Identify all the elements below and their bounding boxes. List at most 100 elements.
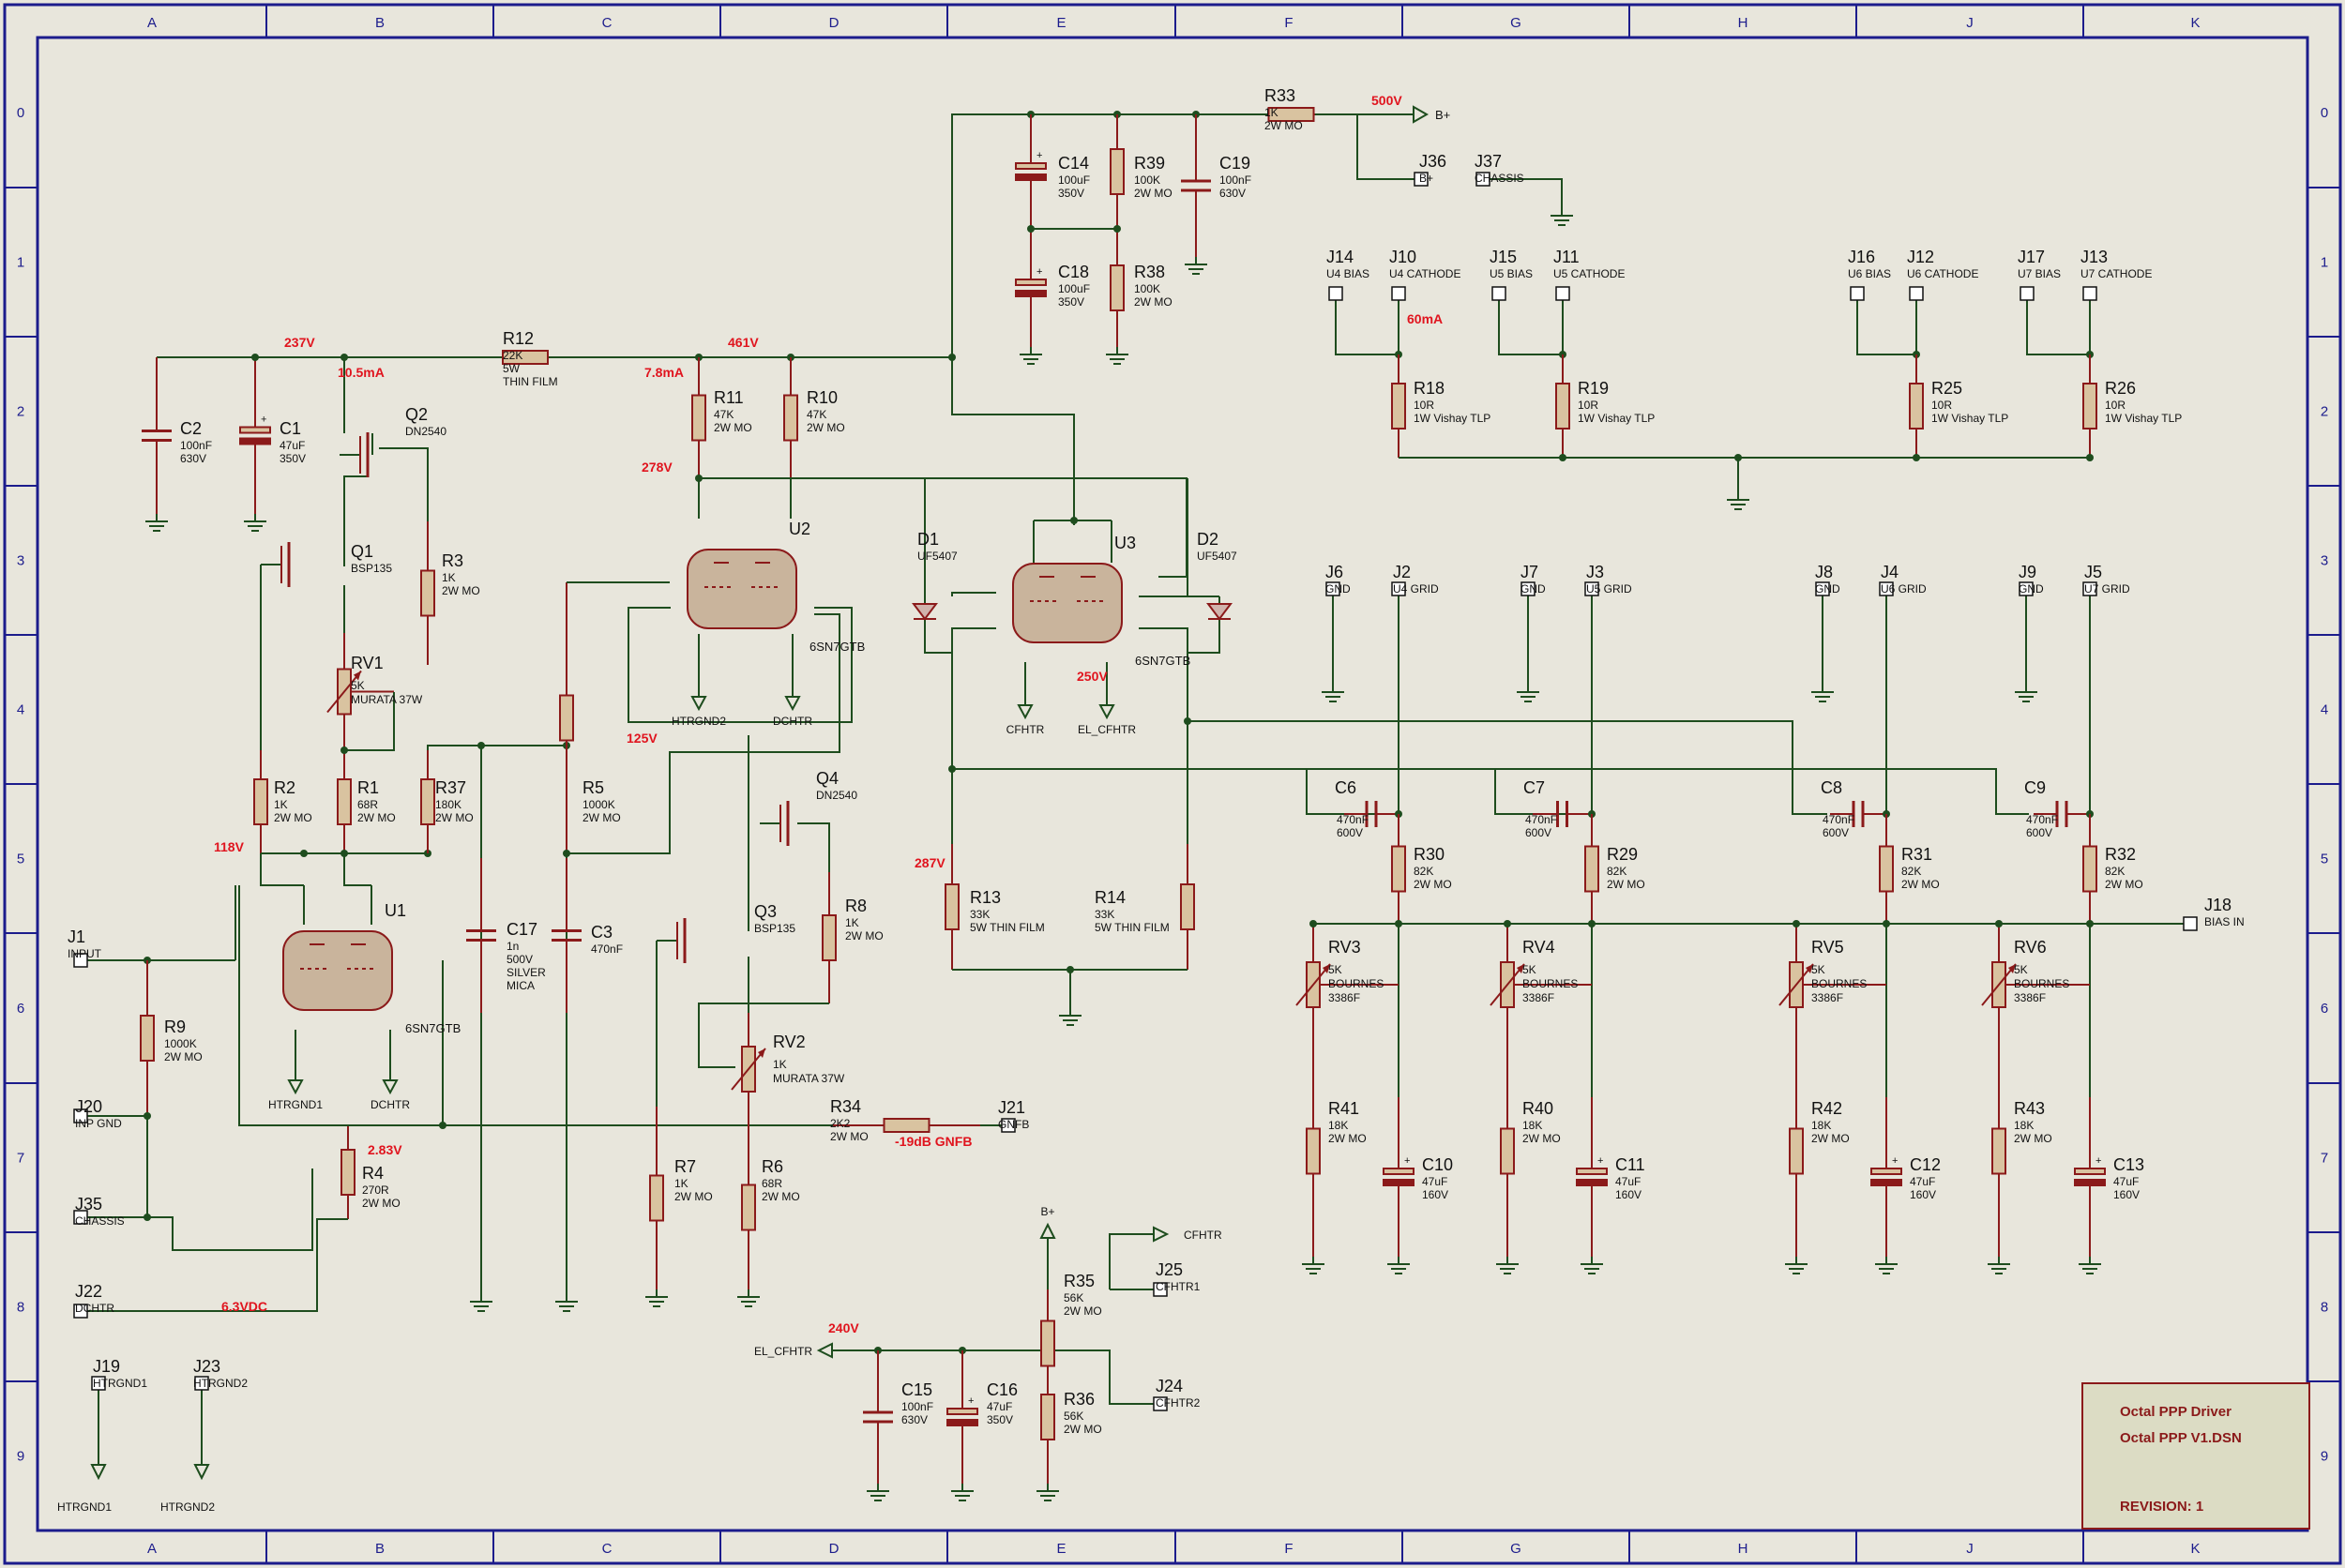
connector-ref: J21	[998, 1098, 1025, 1117]
capacitor-value: 160V	[2113, 1188, 2140, 1201]
resistor-ref: R38	[1134, 263, 1165, 281]
grid-column-label: C	[602, 1541, 613, 1557]
resistor-value: 1W Vishay TLP	[1931, 412, 2008, 425]
grid-column-label: J	[1966, 15, 1974, 31]
capacitor-ref: C8	[1821, 778, 1842, 797]
connector-label: INPUT	[68, 947, 102, 960]
capacitor-value: 47uF	[1910, 1175, 1935, 1188]
pot-value: BOURNES	[1328, 977, 1384, 990]
resistor-value: 56K	[1064, 1410, 1083, 1423]
transistor-ref: Q1	[351, 542, 373, 561]
connector-pin	[1491, 286, 1506, 301]
resistor-value: 18K	[1328, 1119, 1348, 1132]
pot-ref: RV6	[2014, 938, 2047, 957]
resistor-value: 18K	[2014, 1119, 2034, 1132]
pot-value: 5K	[1811, 963, 1825, 976]
connector-label: U4 BIAS	[1326, 267, 1369, 280]
resistor-value: 2W MO	[1607, 878, 1645, 891]
resistor-value: 2W MO	[845, 929, 884, 942]
connector-pin	[1153, 1282, 1168, 1297]
resistor-ref: R26	[2105, 379, 2136, 398]
capacitor-plate	[1383, 1168, 1415, 1175]
connector-label: U6 CATHODE	[1907, 267, 1978, 280]
transistor-part: DN2540	[816, 789, 857, 802]
net-label: CFHTR	[1006, 723, 1045, 736]
connector-pin	[1555, 286, 1570, 301]
connector-ref: J6	[1325, 563, 1343, 581]
connector-label: HTRGND1	[93, 1377, 147, 1390]
connector-ref: J37	[1475, 152, 1502, 171]
capacitor-ref: C19	[1219, 154, 1250, 173]
capacitor-value: 100nF	[180, 439, 212, 452]
wire-segment	[1109, 1233, 1154, 1289]
capacitor-ref: C7	[1523, 778, 1545, 797]
connector-pin	[194, 1376, 209, 1391]
grid-column-label: K	[2190, 1541, 2200, 1557]
junction-dot	[251, 354, 259, 361]
resistor-ref: R2	[274, 778, 295, 797]
capacitor-value: 100uF	[1058, 173, 1090, 187]
resistor-body	[822, 914, 837, 961]
pot-value: BOURNES	[1522, 977, 1578, 990]
connector-pin	[1909, 286, 1924, 301]
voltage-annotation: 7.8mA	[644, 365, 684, 380]
connector-ref: J8	[1815, 563, 1833, 581]
resistor-ref: R8	[845, 897, 867, 915]
grid-row-label: 0	[17, 105, 24, 121]
resistor-value: 18K	[1522, 1119, 1542, 1132]
pot-arrow	[1295, 963, 1331, 1006]
wire-segment	[567, 613, 840, 854]
resistor-ref: R37	[435, 778, 466, 797]
resistor-value: 82K	[1607, 865, 1626, 878]
resistor-body	[1110, 148, 1125, 195]
junction-dot	[439, 1122, 446, 1129]
resistor-body	[945, 883, 960, 930]
resistor-value: 2W MO	[1414, 878, 1452, 891]
capacitor-plate	[2074, 1179, 2106, 1186]
polarity-mark: +	[261, 415, 266, 426]
resistor-value: 2W MO	[674, 1190, 713, 1203]
capacitor-ref: C2	[180, 419, 202, 438]
connector-pin	[1879, 581, 1894, 596]
capacitor-ref: C3	[591, 923, 613, 942]
connector-ref: J11	[1553, 248, 1580, 266]
junction-dot	[1027, 225, 1035, 233]
capacitor-value: 47uF	[987, 1400, 1012, 1413]
capacitor-value: 100nF	[1219, 173, 1251, 187]
resistor-ref: R29	[1607, 845, 1638, 864]
polarity-mark: +	[968, 1395, 974, 1407]
resistor-body	[1500, 1127, 1515, 1175]
resistor-body	[783, 394, 798, 442]
grid-row-label: 5	[2321, 852, 2328, 867]
pot-value: 3386F	[1522, 991, 1554, 1004]
resistor-body	[420, 569, 435, 617]
resistor-ref: R34	[830, 1097, 861, 1116]
connector-label: U7 GRID	[2084, 582, 2130, 596]
connector-label: CHASSIS	[1475, 172, 1524, 185]
voltage-annotation: 60mA	[1407, 311, 1443, 326]
junction-dot	[144, 1112, 151, 1120]
connector-ref: J3	[1586, 563, 1604, 581]
diode-ref: D1	[917, 530, 939, 549]
resistor-ref: R40	[1522, 1099, 1553, 1118]
resistor-ref: R9	[164, 1018, 186, 1036]
resistor-value: 2W MO	[1134, 187, 1172, 200]
resistor-value: 10R	[1578, 399, 1598, 412]
grid-column-label: F	[1284, 1541, 1293, 1557]
resistor-value: 2W MO	[1811, 1132, 1850, 1145]
connector-ref: J18	[2204, 896, 2232, 914]
resistor-value: 18K	[1811, 1119, 1831, 1132]
connector-pin	[1414, 172, 1429, 187]
pot-arrowhead	[1517, 964, 1524, 973]
capacitor-plate	[1383, 1179, 1415, 1186]
wire-segment	[698, 1003, 749, 1068]
capacitor-plate	[239, 437, 271, 445]
connector-ref: J14	[1326, 248, 1354, 266]
diode-part: UF5407	[917, 550, 958, 563]
resistor-value: 82K	[1901, 865, 1921, 878]
resistor-ref: R36	[1064, 1390, 1095, 1409]
voltage-annotation: 250V	[1077, 669, 1108, 684]
capacitor-value: 600V	[1525, 826, 1551, 839]
resistor-ref: R42	[1811, 1099, 1842, 1118]
